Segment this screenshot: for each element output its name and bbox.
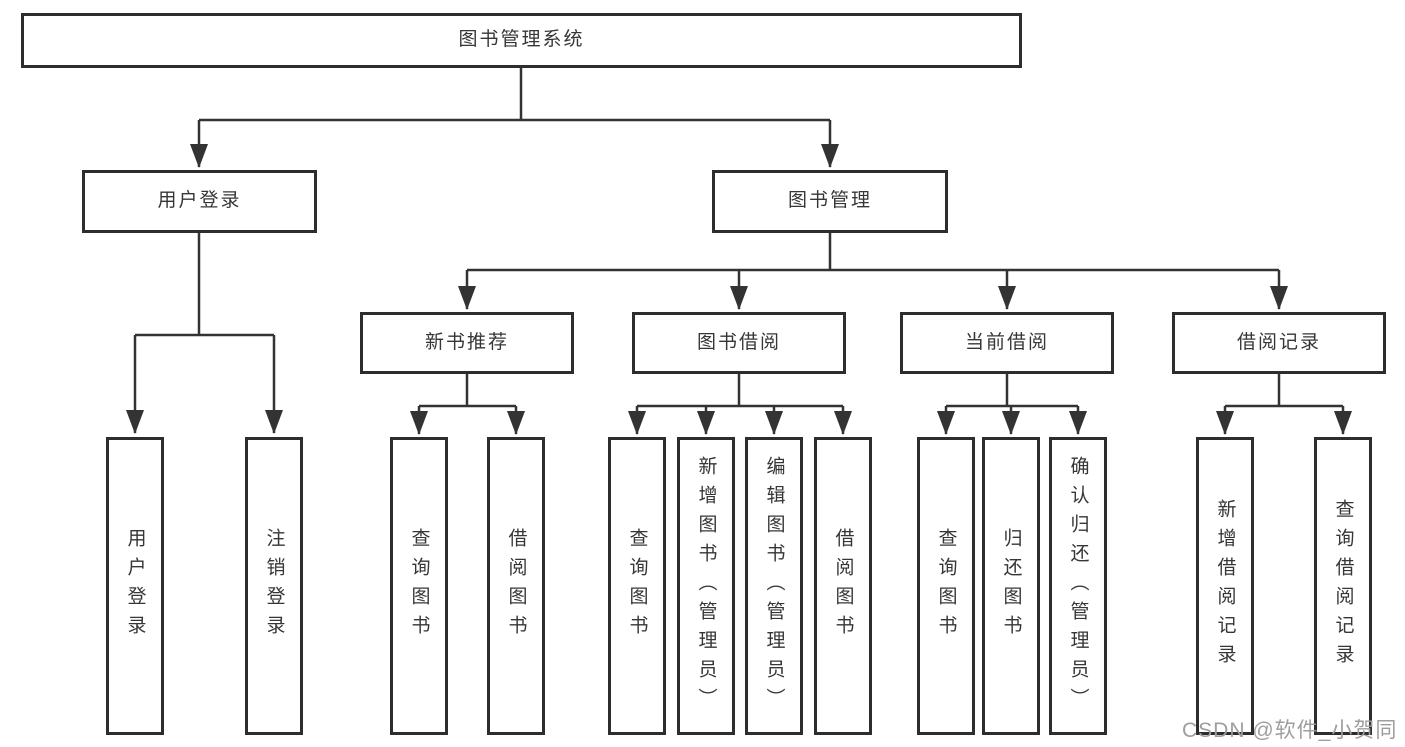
- leaf-borrow-book-recommend: 借阅图书: [487, 437, 545, 735]
- leaf-user-login-label: 用户登录: [124, 528, 146, 644]
- node-current-borrowing: 当前借阅: [900, 312, 1114, 374]
- node-current-borrowing-label: 当前借阅: [964, 331, 1049, 353]
- node-new-book-recommend: 新书推荐: [360, 312, 574, 374]
- leaf-query-book-current: 查询图书: [917, 437, 975, 735]
- csdn-watermark: CSDN @软件_小贺同学: [1182, 719, 1398, 742]
- leaf-borrow-book-label: 借阅图书: [832, 528, 854, 644]
- node-root: 图书管理系统: [21, 13, 1022, 68]
- node-borrow-records-label: 借阅记录: [1236, 331, 1321, 353]
- node-book-management: 图书管理: [712, 170, 948, 233]
- leaf-borrow-book: 借阅图书: [814, 437, 872, 735]
- leaf-query-book-current-label: 查询图书: [935, 528, 957, 644]
- leaf-query-borrow-record-label: 查询借阅记录: [1332, 499, 1354, 673]
- leaf-confirm-return-admin: 确认归还（管理员）: [1049, 437, 1107, 735]
- node-new-book-recommend-label: 新书推荐: [424, 331, 509, 353]
- node-borrow-records: 借阅记录: [1172, 312, 1386, 374]
- node-user-login-label: 用户登录: [157, 190, 242, 212]
- leaf-user-login: 用户登录: [106, 437, 164, 735]
- leaf-add-borrow-record-label: 新增借阅记录: [1214, 499, 1236, 673]
- leaf-return-book: 归还图书: [982, 437, 1040, 735]
- leaf-logout: 注销登录: [245, 437, 303, 735]
- leaf-confirm-return-admin-label: 确认归还（管理员）: [1067, 455, 1089, 717]
- leaf-add-book-admin-label: 新增图书（管理员）: [695, 455, 717, 717]
- leaf-query-book-borrowing-label: 查询图书: [626, 528, 648, 644]
- node-user-login: 用户登录: [82, 170, 317, 233]
- leaf-add-borrow-record: 新增借阅记录: [1196, 437, 1254, 735]
- leaf-query-book-borrowing: 查询图书: [608, 437, 666, 735]
- leaf-add-book-admin: 新增图书（管理员）: [677, 437, 735, 735]
- leaf-query-book-recommend-label: 查询图书: [408, 528, 430, 644]
- leaf-edit-book-admin-label: 编辑图书（管理员）: [763, 455, 785, 717]
- leaf-edit-book-admin: 编辑图书（管理员）: [745, 437, 803, 735]
- node-root-label: 图书管理系统: [458, 29, 585, 51]
- node-book-borrowing-label: 图书借阅: [696, 331, 781, 353]
- leaf-logout-label: 注销登录: [263, 528, 285, 644]
- leaf-borrow-book-recommend-label: 借阅图书: [505, 528, 527, 644]
- leaf-query-book-recommend: 查询图书: [390, 437, 448, 735]
- node-book-borrowing: 图书借阅: [632, 312, 846, 374]
- node-book-management-label: 图书管理: [787, 190, 872, 212]
- leaf-return-book-label: 归还图书: [1000, 528, 1022, 644]
- leaf-query-borrow-record: 查询借阅记录: [1314, 437, 1372, 735]
